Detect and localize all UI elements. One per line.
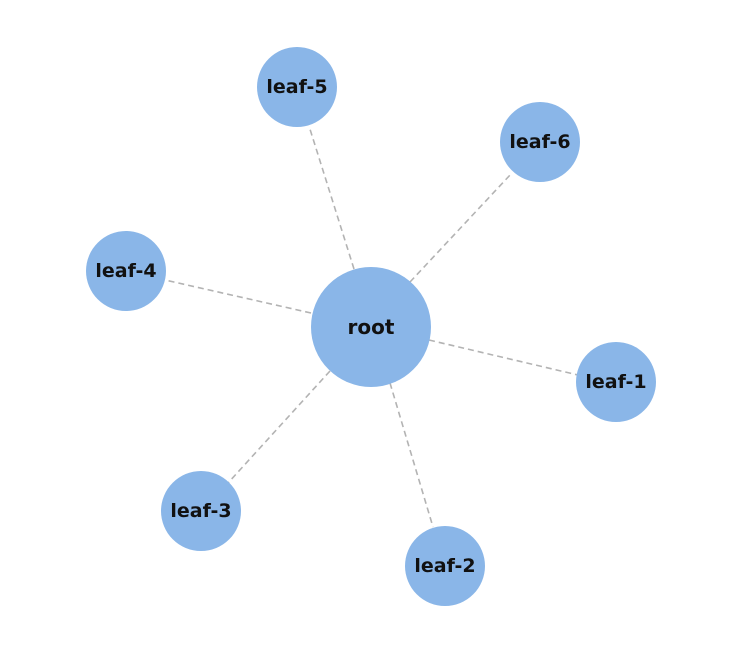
edge-root-leaf-2 xyxy=(389,382,434,528)
node-leaf-1-circle xyxy=(576,342,656,422)
edge-root-leaf-6 xyxy=(409,173,512,283)
node-leaf-2-circle xyxy=(405,526,485,606)
node-leaf-5-circle xyxy=(257,47,337,127)
node-leaf-4-circle xyxy=(86,231,166,311)
node-leaf-5-label: leaf-5 xyxy=(266,76,327,98)
node-leaf-1-label: leaf-1 xyxy=(585,371,646,393)
node-leaf-2-label: leaf-2 xyxy=(414,555,475,577)
node-leaf-3[interactable]: leaf-3 xyxy=(161,471,241,551)
node-leaf-6-circle xyxy=(500,102,580,182)
node-leaf-3-circle xyxy=(161,471,241,551)
edge-root-leaf-1 xyxy=(428,339,579,376)
edge-root-leaf-3 xyxy=(227,370,331,484)
node-leaf-4-label: leaf-4 xyxy=(95,260,156,282)
node-leaf-1[interactable]: leaf-1 xyxy=(576,342,656,422)
node-leaf-4[interactable]: leaf-4 xyxy=(86,231,166,311)
edges xyxy=(164,125,579,528)
node-leaf-6-label: leaf-6 xyxy=(509,131,570,153)
node-leaf-6[interactable]: leaf-6 xyxy=(500,102,580,182)
edge-root-leaf-5 xyxy=(308,125,355,270)
node-leaf-2[interactable]: leaf-2 xyxy=(405,526,485,606)
node-root[interactable]: root xyxy=(311,267,431,387)
node-root-circle xyxy=(311,267,431,387)
edge-root-leaf-4 xyxy=(164,279,312,314)
node-leaf-3-label: leaf-3 xyxy=(170,500,231,522)
node-root-label: root xyxy=(348,315,395,339)
node-leaf-5[interactable]: leaf-5 xyxy=(257,47,337,127)
nodes: root leaf-1 leaf-2 leaf-3 leaf-4 leaf-5 … xyxy=(86,47,656,606)
